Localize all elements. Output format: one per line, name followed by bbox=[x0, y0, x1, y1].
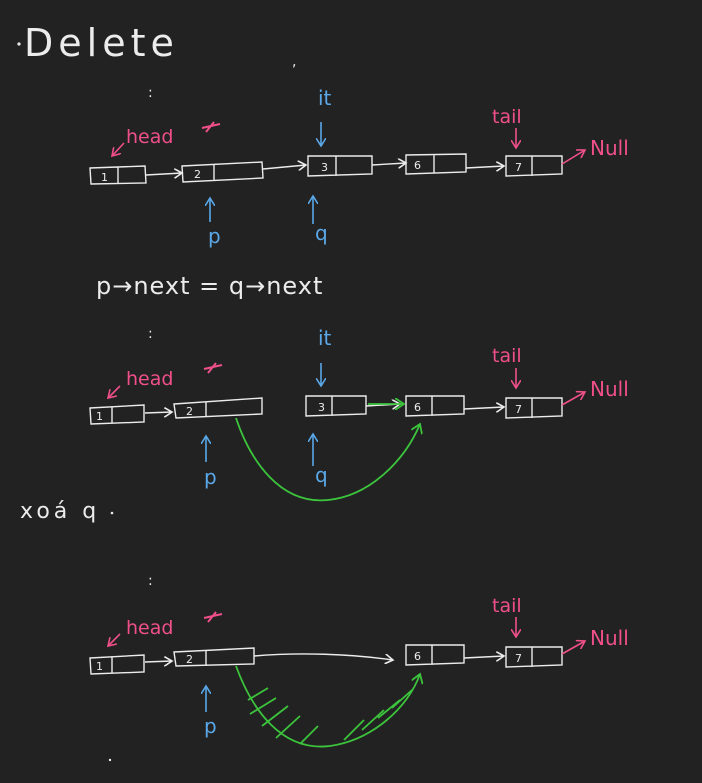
svg-text:1: 1 bbox=[96, 660, 103, 673]
svg-text:6: 6 bbox=[414, 159, 421, 172]
p-label: p bbox=[208, 224, 221, 248]
pink-asterisk-mark bbox=[203, 611, 223, 623]
link-arrow-3-6 bbox=[371, 163, 406, 165]
node-7: 7 bbox=[505, 397, 563, 419]
node-2: 2 bbox=[181, 161, 264, 183]
svg-text:2: 2 bbox=[194, 168, 201, 181]
null-label: Null bbox=[590, 377, 629, 401]
node-2: 2 bbox=[173, 397, 263, 419]
stray-colon-mark: : bbox=[148, 326, 153, 342]
p-label: p bbox=[204, 465, 217, 489]
note-dot bbox=[110, 511, 114, 515]
section-2-list: : head it tail 1 2 3 6 7 bbox=[89, 326, 629, 502]
svg-text:2: 2 bbox=[186, 405, 193, 418]
svg-text:3: 3 bbox=[318, 401, 325, 414]
delete-q-note: xoá q bbox=[20, 499, 100, 524]
p-label: p bbox=[204, 714, 217, 738]
svg-text:7: 7 bbox=[515, 403, 522, 416]
null-label: Null bbox=[590, 626, 629, 650]
link-arrow-6-7 bbox=[465, 166, 504, 168]
rewire-curve-arrow bbox=[235, 417, 420, 502]
node-6: 6 bbox=[405, 153, 467, 175]
link-arrow-6-7 bbox=[463, 656, 504, 658]
head-pointer-arrow bbox=[108, 385, 121, 398]
node-2: 2 bbox=[173, 647, 255, 667]
stray-dot bbox=[108, 758, 112, 762]
svg-text:6: 6 bbox=[414, 401, 421, 414]
svg-text:6: 6 bbox=[414, 650, 421, 663]
q-label: q bbox=[315, 463, 328, 487]
section-1-list: : head it tail 1 2 3 6 bbox=[89, 85, 629, 248]
link-arrow-1-2 bbox=[144, 412, 172, 413]
svg-text:3: 3 bbox=[321, 161, 328, 174]
q-label: q bbox=[315, 221, 328, 245]
tail-label: tail bbox=[492, 345, 522, 367]
page-title: Delete bbox=[24, 21, 179, 65]
head-label: head bbox=[126, 126, 173, 148]
it-label: it bbox=[318, 86, 332, 110]
node-7: 7 bbox=[505, 155, 563, 177]
node-6: 6 bbox=[405, 644, 465, 666]
node-3: 3 bbox=[307, 155, 373, 177]
head-label: head bbox=[126, 617, 173, 639]
node-6: 6 bbox=[405, 395, 465, 417]
node-1: 1 bbox=[89, 654, 145, 675]
link-arrow-1-2 bbox=[144, 661, 172, 662]
node-7: 7 bbox=[505, 646, 563, 668]
link-arrow-1-2 bbox=[145, 173, 182, 175]
crossed-rewire-curve bbox=[235, 665, 420, 748]
section-3-list: : head tail 1 2 6 7 Null p bbox=[89, 573, 629, 748]
svg-text:2: 2 bbox=[186, 653, 193, 666]
title-dot bbox=[17, 42, 21, 46]
pink-asterisk-mark bbox=[201, 121, 221, 133]
svg-text:1: 1 bbox=[96, 410, 103, 423]
svg-text:1: 1 bbox=[101, 171, 108, 184]
null-pointer-arrow bbox=[561, 641, 585, 655]
tail-label: tail bbox=[492, 595, 522, 617]
tail-label: tail bbox=[492, 106, 522, 128]
null-pointer-arrow bbox=[561, 392, 585, 406]
node-3: 3 bbox=[305, 395, 367, 417]
it-label: it bbox=[318, 326, 332, 350]
null-label: Null bbox=[590, 136, 629, 160]
head-pointer-arrow bbox=[108, 633, 121, 646]
cross-out-strokes bbox=[247, 687, 413, 745]
link-arrow-6-7 bbox=[463, 407, 504, 409]
pink-asterisk-mark bbox=[203, 362, 223, 374]
node-1: 1 bbox=[89, 404, 145, 425]
svg-text:7: 7 bbox=[515, 161, 522, 174]
link-arrow-2-3 bbox=[262, 165, 306, 169]
stray-colon-mark: : bbox=[148, 85, 153, 101]
next-pointer-equation: p→next = q→next bbox=[96, 272, 323, 300]
link-arrow-2-6 bbox=[253, 653, 393, 660]
stray-comma-mark: , bbox=[292, 54, 296, 70]
stray-colon-mark: : bbox=[148, 573, 153, 589]
svg-text:7: 7 bbox=[515, 652, 522, 665]
null-pointer-arrow bbox=[561, 150, 585, 165]
head-pointer-arrow bbox=[112, 142, 125, 156]
node-1: 1 bbox=[89, 165, 147, 185]
head-label: head bbox=[126, 368, 173, 390]
